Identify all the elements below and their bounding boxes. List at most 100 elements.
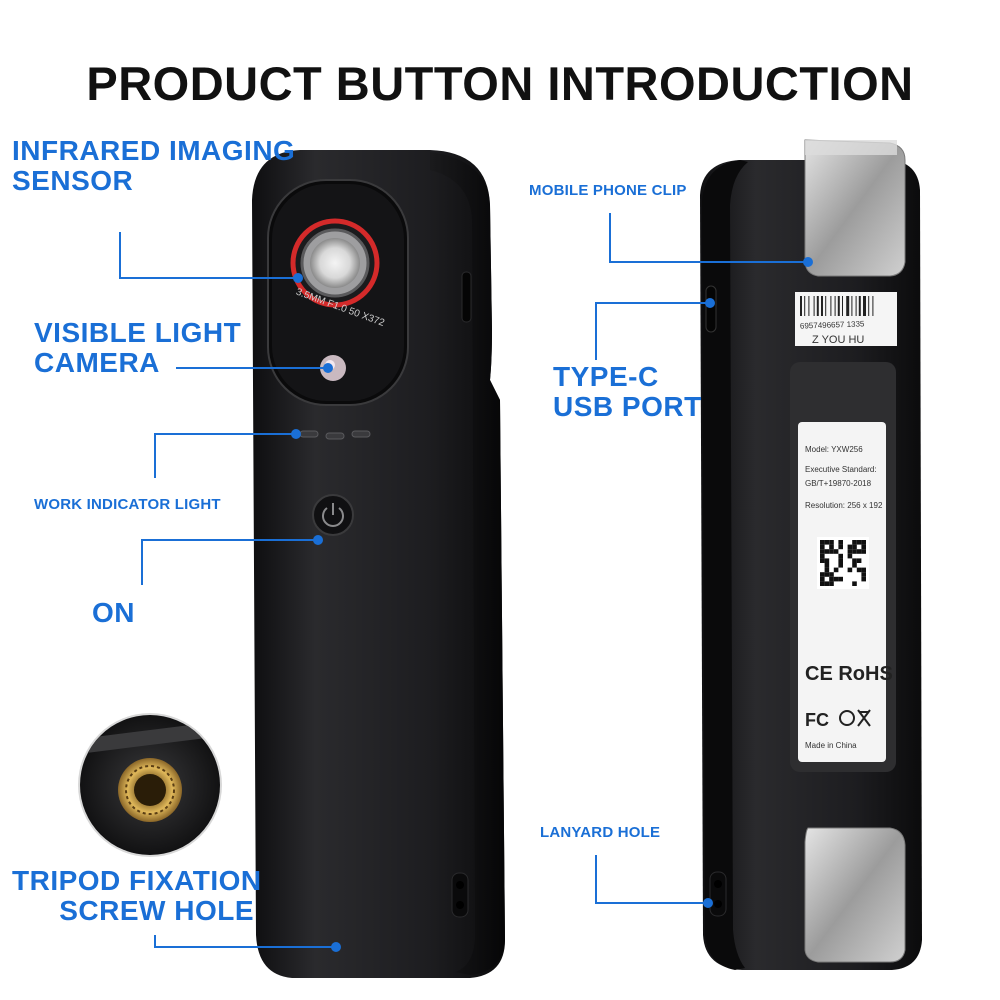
barcode-bar [830,296,832,316]
label-resolution: Resolution: 256 x 192 [805,501,883,510]
barcode-bar [808,296,810,316]
qr-module [820,544,825,550]
qr-module [838,558,843,563]
qr-module [847,549,853,554]
qr-module [838,576,843,582]
qr-module [852,563,857,568]
qr-module [820,576,825,582]
barcode-bar [872,296,874,316]
label-tripod-fixation-screw-hole: TRIPOD FIXATION SCREW HOLE [12,865,262,927]
barcode-bar [834,296,836,316]
qr-module [847,553,853,559]
type-c-port [705,285,717,333]
qr-module [856,567,862,573]
brand-text: Z YOU HU [812,334,864,346]
barcode-bar [800,296,802,316]
qr-module [838,553,843,559]
label-standard-code: GB/T+19870-2018 [805,479,872,488]
label-made-in: Made in China [805,741,857,750]
indicator-light-1 [299,430,319,438]
barcode-bar [842,296,843,316]
qr-module [852,558,857,563]
qr-module [861,567,866,573]
qr-module [824,558,830,563]
qr-module [824,581,830,586]
qr-module [861,540,866,545]
qr-module [820,553,825,559]
qr-module [820,581,825,586]
barcode-bar [813,296,815,316]
barcode-bar [821,296,823,316]
qr-module [861,549,866,554]
recycle-icon [839,710,855,726]
qr-module [856,540,862,545]
power-icon [322,507,344,527]
qr-module [829,572,834,577]
label-ce-rohs: CE RoHS [805,663,893,685]
barcode-bar [804,296,806,316]
back-left-edge [702,160,748,970]
page-title: PRODUCT BUTTON INTRODUCTION [86,57,914,110]
weee-bin-icon [857,709,871,727]
phone-clip-top [804,139,906,277]
qr-module [861,544,866,550]
front-device: 3.5MM F1.0 50 X372 [252,150,505,978]
callout-lines [119,213,813,952]
qr-module [838,544,843,550]
label-on: ON [92,597,135,628]
qr-module [838,563,843,568]
qr-module [861,572,866,577]
barcode-bar [858,296,861,316]
qr-module [820,572,825,577]
qr-module [833,576,839,582]
label-visible-light-camera: VISIBLE LIGHT CAMERA [34,317,242,379]
infrared-lens [310,238,360,288]
barcode-bar [863,296,866,316]
qr-module [820,549,825,554]
qr-module [847,567,853,573]
back-device: 6957496657 1335 Z YOU HU Model: YXW256 E… [700,139,922,970]
qr-module [856,558,862,563]
label-sticker [798,422,886,762]
back-lanyard-holes [709,871,727,917]
barcode-bar [855,296,857,316]
qr-module [829,549,834,554]
barcode-number: 6957496657 1335 [800,319,865,330]
label-model: Model: YXW256 [805,445,863,454]
qr-module [856,549,862,554]
tripod-inset [78,713,222,857]
label-work-indicator-light: WORK INDICATOR LIGHT [34,496,221,513]
indicator-light-3 [351,430,371,438]
qr-module [852,549,857,554]
qr-module [852,544,857,550]
barcode-bar [846,296,850,316]
label-infrared-imaging-sensor: INFRARED IMAGING SENSOR [12,135,296,197]
qr-module [824,549,830,554]
barcode-bar [851,296,853,316]
qr-module [833,549,839,554]
qr-module [829,576,834,582]
phone-clip-bottom [804,827,906,963]
qr-module [824,567,830,573]
label-standard: Executive Standard: [805,465,877,474]
label-lanyard-hole: LANYARD HOLE [540,824,661,841]
qr-module [820,540,825,545]
qr-module [824,563,830,568]
front-side-slot [461,271,472,323]
qr-module [824,572,830,577]
qr-module [852,540,857,545]
qr-code [817,537,869,589]
qr-module [829,581,834,586]
qr-module [829,540,834,545]
barcode-bar [837,296,840,316]
label-type-c-usb-port: TYPE-C USB PORT [553,361,702,423]
indicator-light-2 [325,432,345,440]
qr-module [852,581,857,586]
label-mobile-phone-clip: MOBILE PHONE CLIP [529,182,687,199]
front-side-edge [430,152,505,975]
barcode-bar [816,296,819,316]
barcode-bar [868,296,870,316]
qr-module [820,558,825,563]
